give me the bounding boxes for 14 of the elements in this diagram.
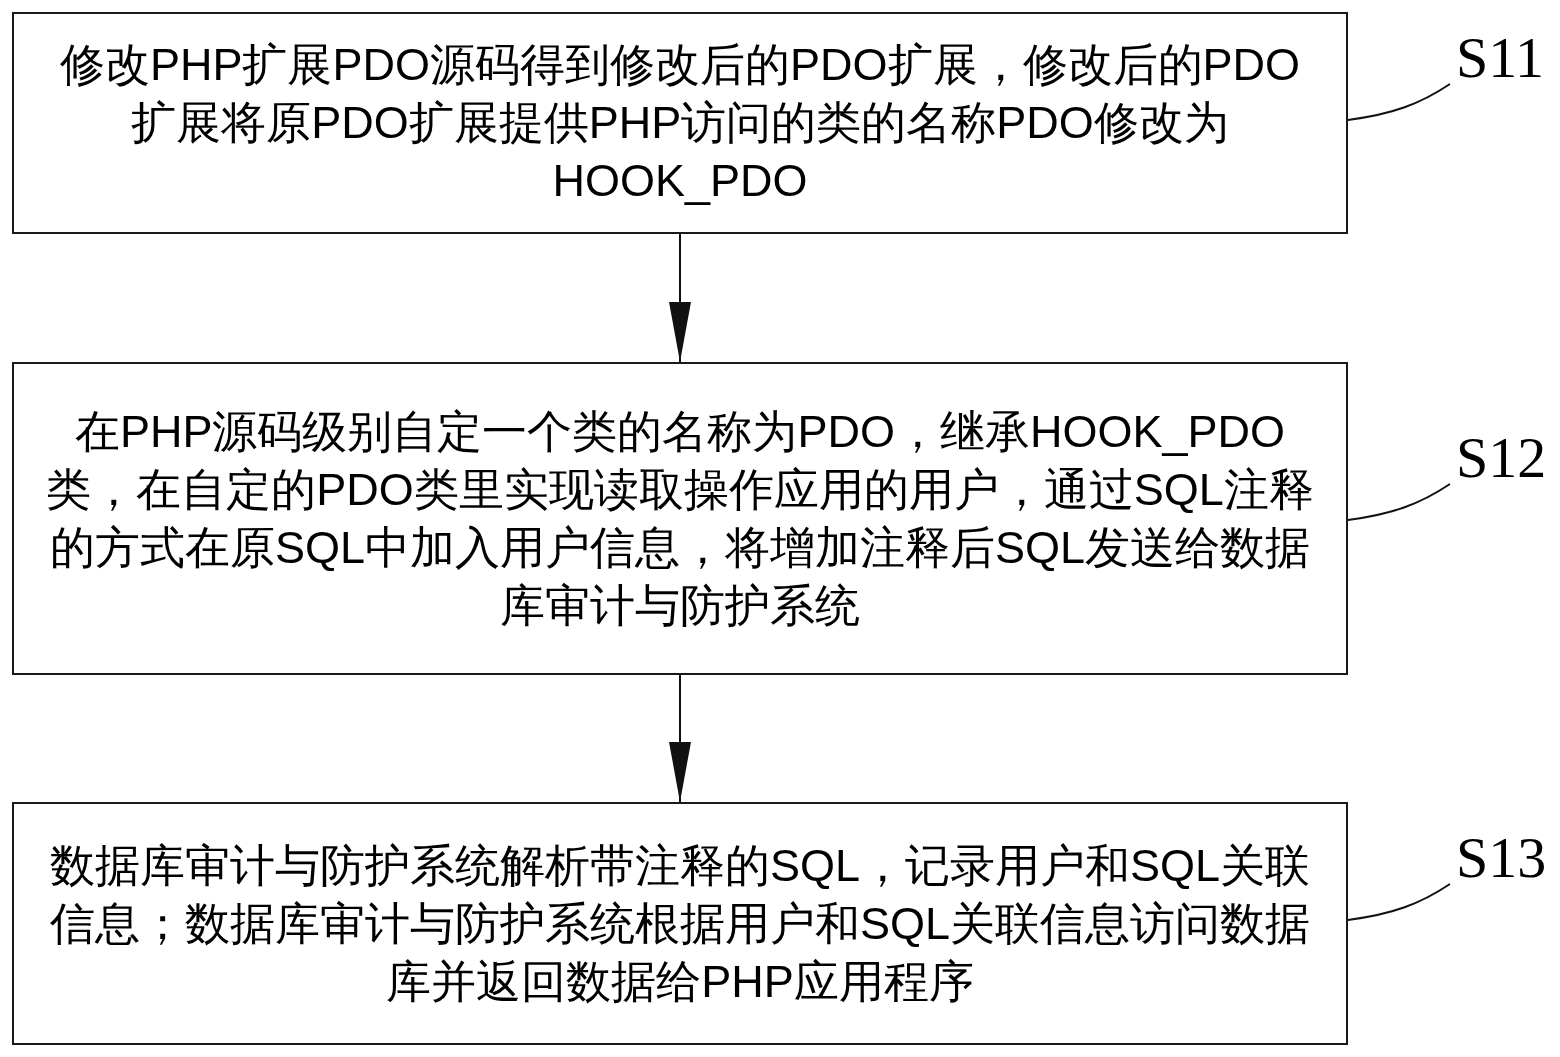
leader-line (1347, 883, 1451, 921)
step-text: 数据库审计与防护系统解析带注释的SQL，记录用户和SQL关联信息；数据库审计与防护系统根据用户和SQL关联信息访问数据库并返回数据给PHP应用程序 (48, 838, 1312, 1009)
process-box (12, 802, 1348, 1045)
step-label: S13 (1456, 829, 1547, 887)
step-text: 在PHP源码级别自定一个类的名称为PDO，继承HOOK_PDO类，在自定的PDO类里实现读取操作应用的用户，通过SQL注释的方式在原SQL中加入用户信息，将增加注释后SQL发送给数据库审计与防护系统 (45, 404, 1315, 633)
arrow (669, 233, 691, 363)
step-label: S11 (1456, 29, 1545, 87)
process-box (12, 362, 1348, 675)
process-box (12, 12, 1348, 234)
leader-line (1347, 83, 1451, 121)
step-label: S12 (1456, 429, 1547, 487)
leader-line (1347, 483, 1451, 521)
step-text: 修改PHP扩展PDO源码得到修改后的PDO扩展，修改后的PDO扩展将原PDO扩展提供PHP访问的类的名称PDO修改为HOOK_PDO (58, 38, 1302, 208)
arrow (669, 674, 691, 803)
